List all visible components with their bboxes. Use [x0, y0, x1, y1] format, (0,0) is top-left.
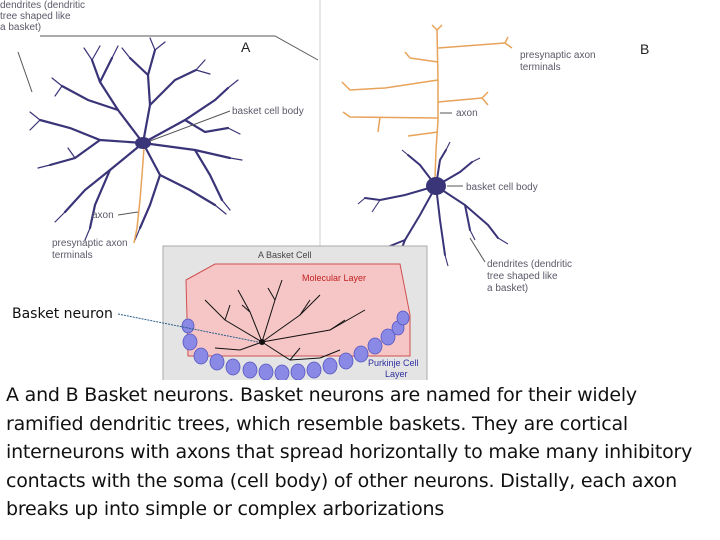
neuron-figure: dendrites (dendritic tree shaped like a … [0, 0, 649, 380]
panel-a: dendrites (dendritic tree shaped like a … [0, 0, 321, 261]
panel-a-dendrites-pointer [17, 51, 33, 93]
panel-b-axon-label: axon [456, 108, 478, 119]
panel-a-dendrites-label-1: dendrites (dendritic [0, 0, 85, 11]
inset-basket-cell-body [259, 339, 265, 345]
panel-a-axon-pointer [117, 211, 139, 216]
panel-a-axon [133, 147, 145, 244]
panel-a-dendrites-label-3: a basket) [0, 22, 41, 33]
figure-caption: A and B Basket neurons. Basket neurons a… [6, 384, 693, 521]
inset-title: A Basket Cell [258, 250, 312, 260]
panel-b-dendrites-label-3: a basket) [487, 283, 528, 294]
panel-b-cell-body-label: basket cell body [466, 182, 538, 193]
panel-a-dendrites [38, 48, 232, 230]
inset-purkinje-cells [181, 310, 410, 380]
callout-pointer [117, 313, 259, 343]
panel-a-fine-dendrites [29, 37, 243, 241]
panel-b-terminals-label-2: terminals [520, 62, 561, 73]
panel-b-terminals-label-1: presynaptic axon [520, 50, 596, 61]
panel-a-terminals-label-2: terminals [52, 250, 93, 261]
panel-a-bracket [40, 35, 319, 61]
inset-molecular-layer [185, 263, 411, 357]
inset-molecular-layer-label: Molecular Layer [302, 273, 366, 283]
panel-a-cell-body-pointer [149, 110, 231, 142]
panel-b-dendrites-label-2: tree shaped like [487, 271, 558, 282]
inset-basket-cell: A Basket Cell Molecular Layer Purkinje [162, 245, 428, 380]
panel-a-cell-body-label: basket cell body [232, 106, 304, 117]
inset-purkinje-label-2: Layer [385, 369, 408, 379]
panel-b-letter: B [640, 41, 649, 57]
panel-a-cell-body [135, 137, 151, 149]
panel-a-terminals-label-1: presynaptic axon [52, 238, 128, 249]
inset-basket-dendrites [204, 279, 366, 361]
basket-neuron-callout: Basket neuron [12, 306, 113, 322]
panel-a-letter: A [241, 39, 251, 55]
panel-a-axon-label: axon [92, 210, 114, 221]
panel-a-dendrites-label-2: tree shaped like [0, 11, 71, 22]
panel-b-cell-body [426, 177, 446, 195]
inset-purkinje-label-1: Purkinje Cell [368, 358, 419, 368]
panel-b-dendrites-pointer [469, 237, 486, 263]
panel-b-axon-arbor [341, 24, 513, 179]
panel-b: B [341, 24, 649, 294]
panel-b-dendrites-label-1: dendrites (dendritic [487, 259, 572, 270]
panel-b-dendrites [364, 149, 499, 259]
